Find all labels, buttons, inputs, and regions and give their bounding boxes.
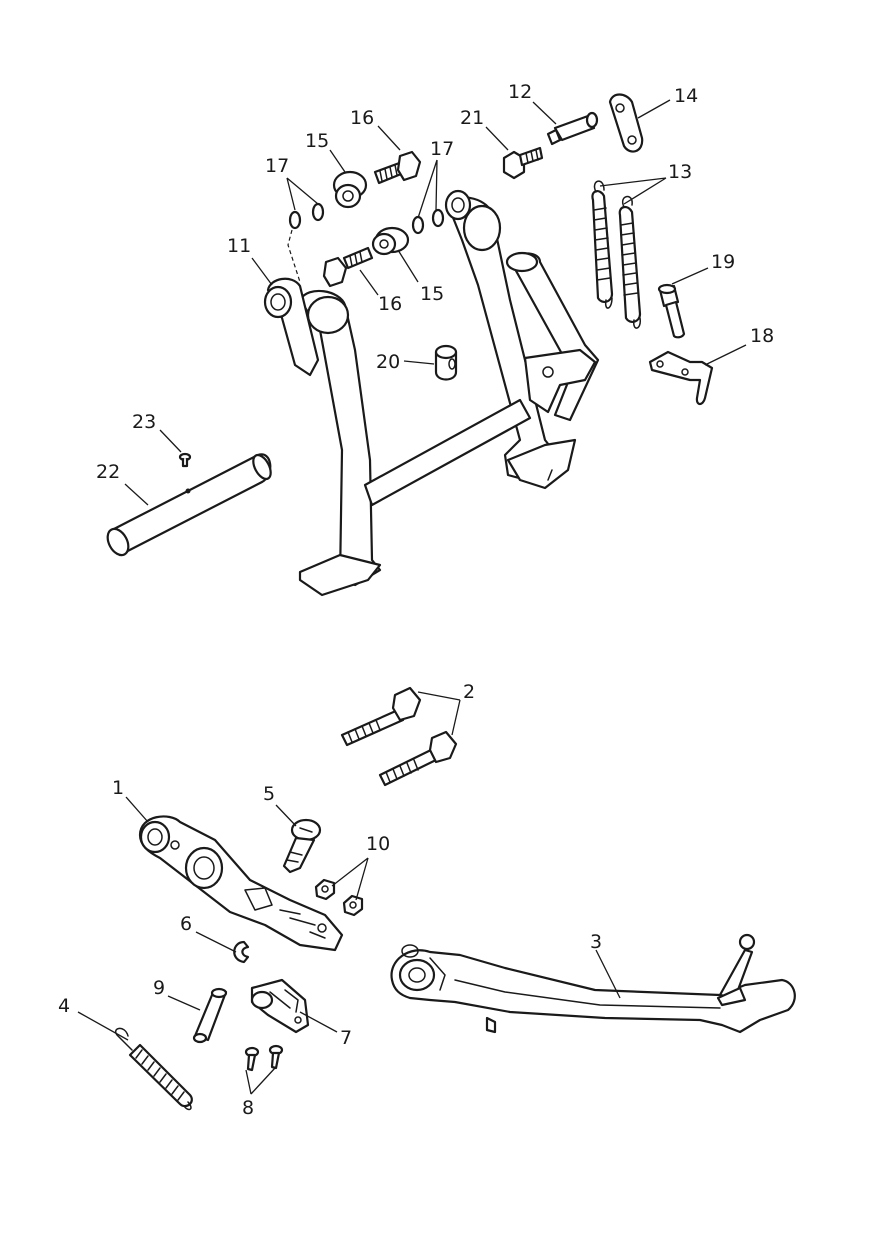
callout-9: 9	[153, 977, 165, 999]
callout-13: 13	[668, 161, 692, 183]
o-rings	[287, 202, 445, 283]
callout-21: 21	[460, 107, 484, 129]
small-screw	[178, 452, 192, 468]
side-stand-bracket	[138, 815, 344, 952]
side-stand-leg	[390, 933, 796, 1034]
bolt-lower	[322, 246, 374, 288]
spring-bracket	[608, 93, 644, 153]
cap-screw	[657, 283, 686, 339]
pivot-pin	[192, 987, 228, 1044]
callout-10: 10	[366, 833, 390, 855]
callout-4: 4	[58, 995, 70, 1017]
nuts	[314, 878, 364, 917]
callout-11: 11	[227, 235, 251, 257]
callout-23: 23	[132, 411, 156, 433]
callout-20: 20	[376, 351, 400, 373]
bush-upper	[332, 170, 368, 209]
leader-lines	[77, 99, 747, 1095]
callout-2: 2	[463, 681, 475, 703]
pivot-bolt-lower	[378, 730, 458, 787]
flange-bolt	[502, 146, 544, 180]
callout-3: 3	[590, 931, 602, 953]
shoulder-bolt	[282, 818, 322, 874]
callout-16: 16	[350, 107, 374, 129]
bolt-upper	[373, 150, 422, 185]
callout-labels: 12 14 21 16 15 17 17 13 11 19 16 15 18 2…	[58, 81, 774, 1119]
callout-18: 18	[750, 325, 774, 347]
centre-stand-frame	[263, 189, 600, 597]
callout-17: 17	[430, 138, 454, 160]
callout-12: 12	[508, 81, 532, 103]
stop-bracket	[648, 350, 714, 406]
side-stand-spring	[115, 1027, 193, 1111]
callout-17: 17	[265, 155, 289, 177]
switch-screws	[244, 1044, 284, 1072]
side-stand-switch	[250, 978, 310, 1034]
callout-5: 5	[263, 783, 275, 805]
callout-16: 16	[378, 293, 402, 315]
bush-lower	[371, 226, 410, 256]
callout-14: 14	[674, 85, 698, 107]
callout-15: 15	[420, 283, 444, 305]
callout-1: 1	[112, 777, 124, 799]
pivot-tube	[106, 453, 272, 557]
pivot-bolt-upper	[340, 686, 422, 747]
callout-7: 7	[340, 1027, 352, 1049]
callout-15: 15	[305, 130, 329, 152]
callout-19: 19	[711, 251, 735, 273]
spring-stud	[546, 111, 599, 146]
callout-8: 8	[242, 1097, 254, 1119]
rubber-buffer	[434, 344, 458, 381]
callout-22: 22	[96, 461, 120, 483]
circlip	[233, 940, 250, 964]
callout-6: 6	[180, 913, 192, 935]
return-springs	[591, 180, 642, 329]
